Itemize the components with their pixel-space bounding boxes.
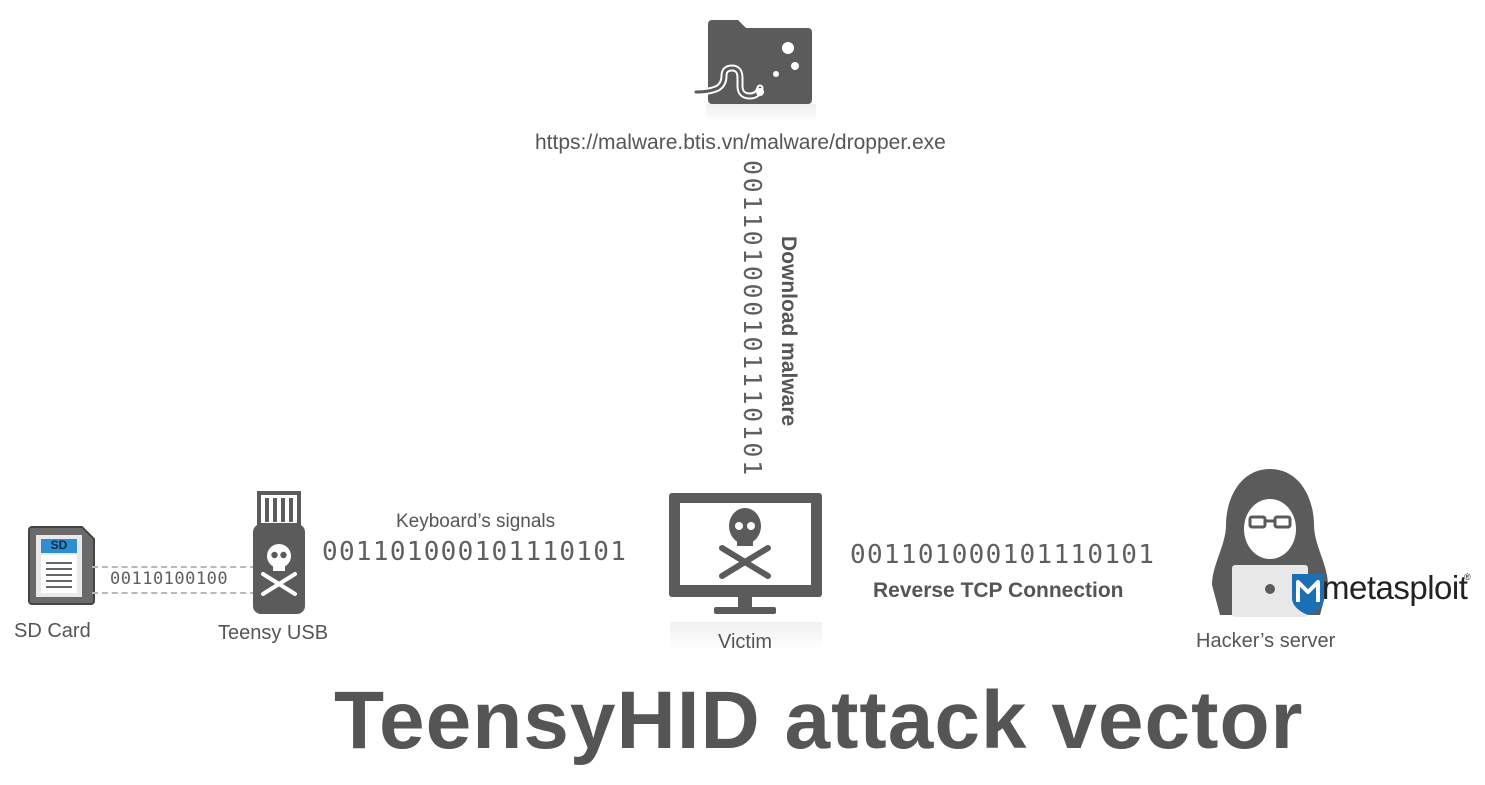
teensy-usb-label: Teensy USB — [218, 622, 329, 644]
sd-to-teensy-link — [92, 566, 256, 594]
download-binary-stream: 001101000101110101 — [738, 160, 767, 478]
victim-label: Victim — [718, 631, 773, 653]
keyboard-signals-label: Keyboard’s signals — [396, 511, 556, 532]
reverse-tcp-binary: 001101000101110101 — [850, 540, 1156, 570]
metasploit-registered: ® — [1464, 572, 1471, 582]
sd-card-label: SD Card — [14, 620, 91, 642]
folder-reflection — [706, 104, 816, 122]
metasploit-brand-text: metasploit — [1322, 569, 1468, 606]
metasploit-logo-icon — [1292, 574, 1324, 615]
malware-folder-icon — [692, 20, 812, 104]
sd-card-icon — [28, 526, 95, 605]
sd-chip-label: SD — [50, 538, 68, 552]
victim-monitor-icon — [669, 493, 822, 614]
hacker-server-label: Hacker’s server — [1196, 630, 1336, 652]
victim-reflection — [670, 622, 822, 650]
teensy-usb-icon — [253, 491, 305, 614]
page-title: TeensyHID attack vector — [334, 675, 1304, 766]
reverse-tcp-label: Reverse TCP Connection — [873, 579, 1124, 602]
keyboard-signals-binary: 001101000101110101 — [322, 537, 628, 567]
sd-to-teensy-binary: 00110100100 — [110, 569, 229, 589]
download-malware-label: Download malware — [777, 236, 800, 427]
malware-url-label: https://malware.btis.vn/malware/dropper.… — [535, 131, 946, 154]
